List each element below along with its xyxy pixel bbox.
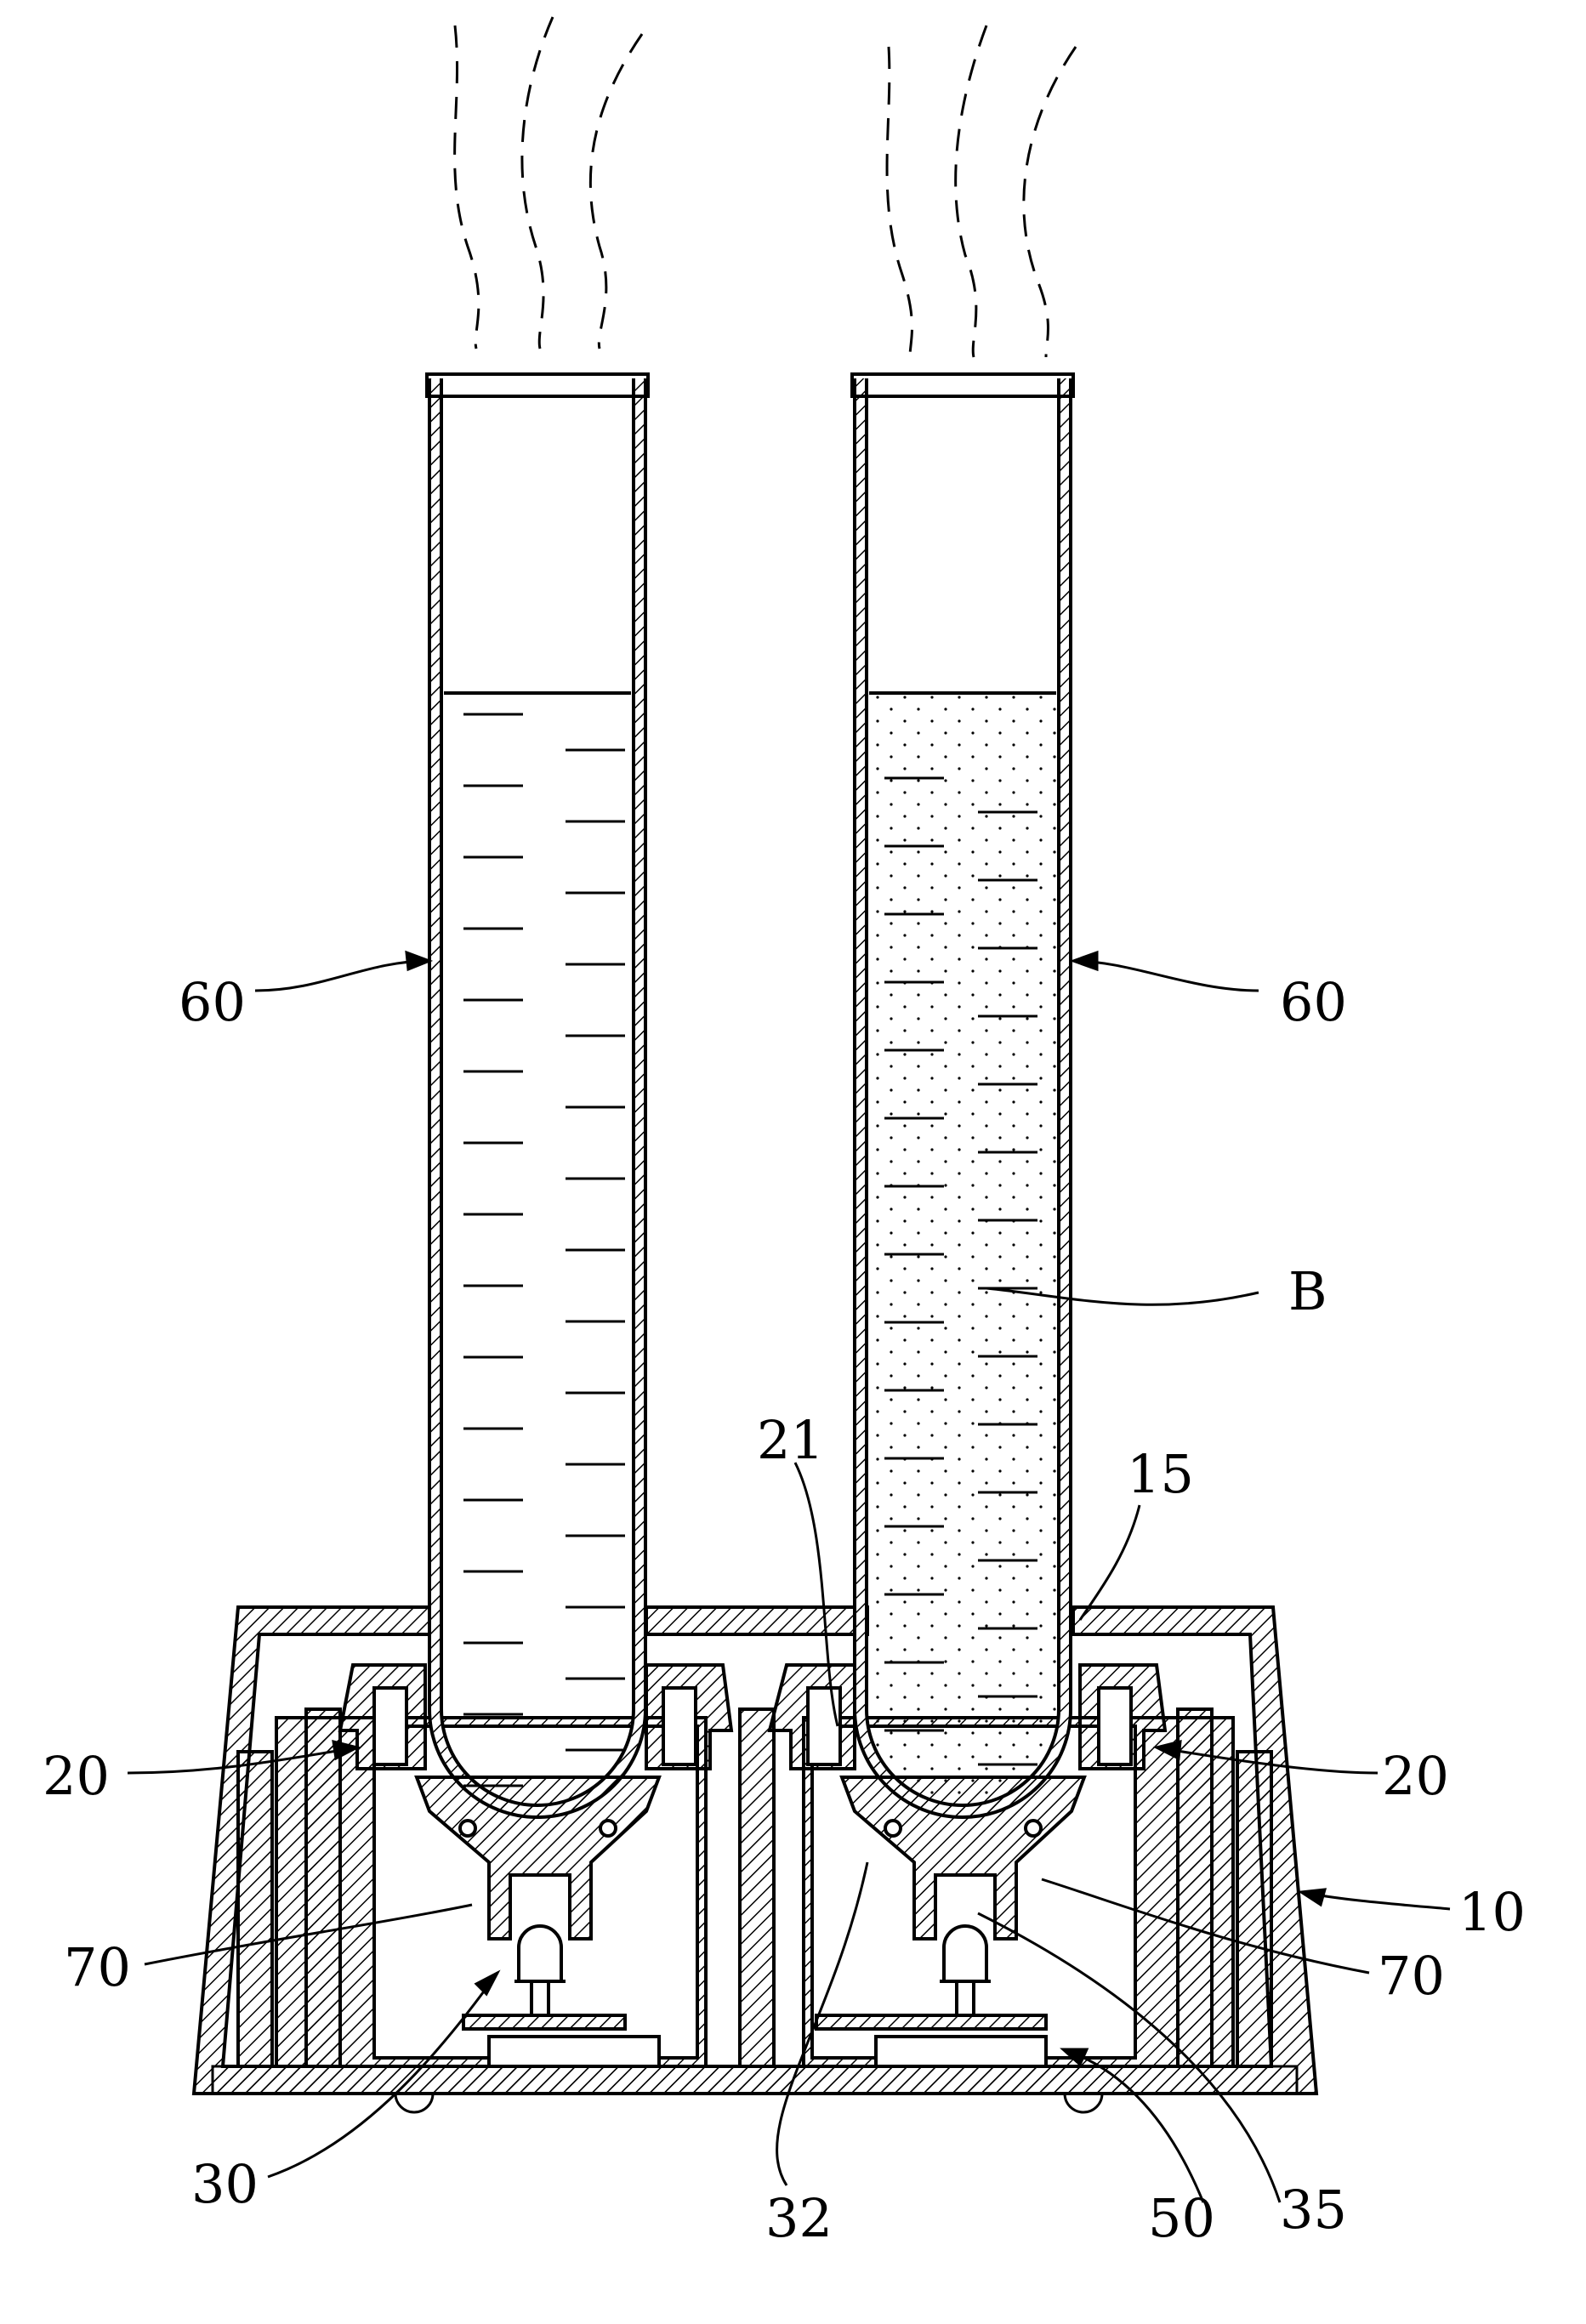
label-tube-right: 60 [1280, 971, 1347, 1033]
liquid-left-dashes [463, 714, 625, 1786]
label-holder-right: 20 [1382, 1745, 1449, 1807]
label-support-cup: 32 [765, 2187, 833, 2249]
label-seal-right: 70 [1378, 1945, 1445, 2007]
label-seal-left: 70 [64, 1936, 131, 1998]
tube-right [852, 374, 1073, 1811]
label-top-plate: 15 [1127, 1443, 1194, 1505]
vapour-lines [455, 17, 1076, 357]
label-holder-left: 20 [43, 1745, 110, 1807]
label-rib: 21 [757, 1409, 824, 1471]
label-housing: 10 [1458, 1881, 1526, 1943]
label-liquid-b: B [1288, 1260, 1327, 1322]
label-stem: 35 [1280, 2179, 1347, 2241]
label-light-source: 30 [191, 2153, 259, 2215]
label-tube-left: 60 [179, 971, 246, 1033]
label-circuit-board: 50 [1148, 2187, 1215, 2249]
tube-left [427, 374, 648, 1811]
